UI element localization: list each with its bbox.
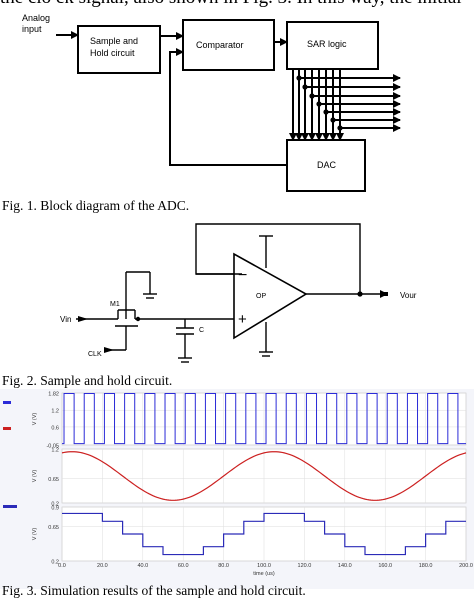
sh-label-1: Sample and [90, 36, 138, 46]
sample-hold-schematic: Vin CLK M1 C OP Vour − + [60, 223, 417, 363]
y-tick-label: 0.6 [51, 425, 59, 431]
x-tick-label: 200.0 [459, 563, 473, 569]
held-series-line [62, 512, 466, 556]
y-tick-label: 1.82 [48, 392, 59, 398]
y-axis-label: V (V) [32, 470, 38, 483]
x-tick-label: 160.0 [378, 563, 392, 569]
top-body-text: the clo ck signal, also shown in Fig. 3.… [0, 0, 462, 9]
x-tick-label: 80.0 [218, 563, 229, 569]
clk-label: CLK [88, 351, 102, 358]
fig2-caption: Fig. 2. Sample and hold circuit. [2, 373, 173, 388]
sar-label: SAR logic [307, 39, 347, 49]
sine-series-line [61, 451, 467, 501]
simulation-chart: 1.821.20.6-0.05V (V)1.20.650.2V (V)0.90.… [0, 389, 474, 589]
x-tick-label: 180.0 [419, 563, 433, 569]
comparator-block [182, 19, 275, 71]
vin-label: Vin [60, 315, 71, 324]
sh-label-2: Hold circuit [90, 48, 135, 58]
input-label-1: Analog [22, 13, 50, 23]
dac-label: DAC [317, 160, 337, 170]
clock-series-line [62, 393, 466, 445]
vout-label: Vour [400, 291, 417, 300]
fig1-caption: Fig. 1. Block diagram of the ADC. [2, 198, 190, 213]
minus-sign: − [238, 267, 247, 284]
x-tick-label: 0.0 [58, 563, 66, 569]
y-tick-label: 1.2 [51, 448, 59, 454]
y-tick-label: 1.2 [51, 409, 59, 415]
x-tick-label: 140.0 [338, 563, 352, 569]
x-tick-label: 60.0 [178, 563, 189, 569]
op-label: OP [256, 293, 266, 300]
y-tick-label: 0.9 [51, 506, 59, 512]
y-tick-label: 0.2 [51, 560, 59, 566]
y-tick-label: 0.65 [48, 477, 59, 483]
cap-label: C [199, 327, 204, 334]
comparator-label: Comparator [196, 40, 244, 50]
x-tick-label: 20.0 [97, 563, 108, 569]
input-label-2: input [22, 24, 42, 34]
x-axis-label: time (us) [253, 571, 275, 577]
y-axis-label: V (V) [32, 528, 38, 541]
plus-sign: + [238, 311, 247, 328]
y-axis-label: V (V) [32, 413, 38, 426]
sample-hold-block [77, 25, 161, 74]
adc-block-diagram: Analog input Sample and Hold circuit Com… [22, 13, 401, 192]
fig3-caption: Fig. 3. Simulation results of the sample… [2, 583, 306, 598]
y-tick-label: -0.05 [46, 444, 59, 450]
x-tick-label: 120.0 [298, 563, 312, 569]
m1-label: M1 [110, 301, 120, 308]
x-tick-label: 40.0 [137, 563, 148, 569]
y-tick-label: 0.65 [48, 525, 59, 531]
x-tick-label: 100.0 [257, 563, 271, 569]
y-tick-label: 0.2 [51, 502, 59, 508]
